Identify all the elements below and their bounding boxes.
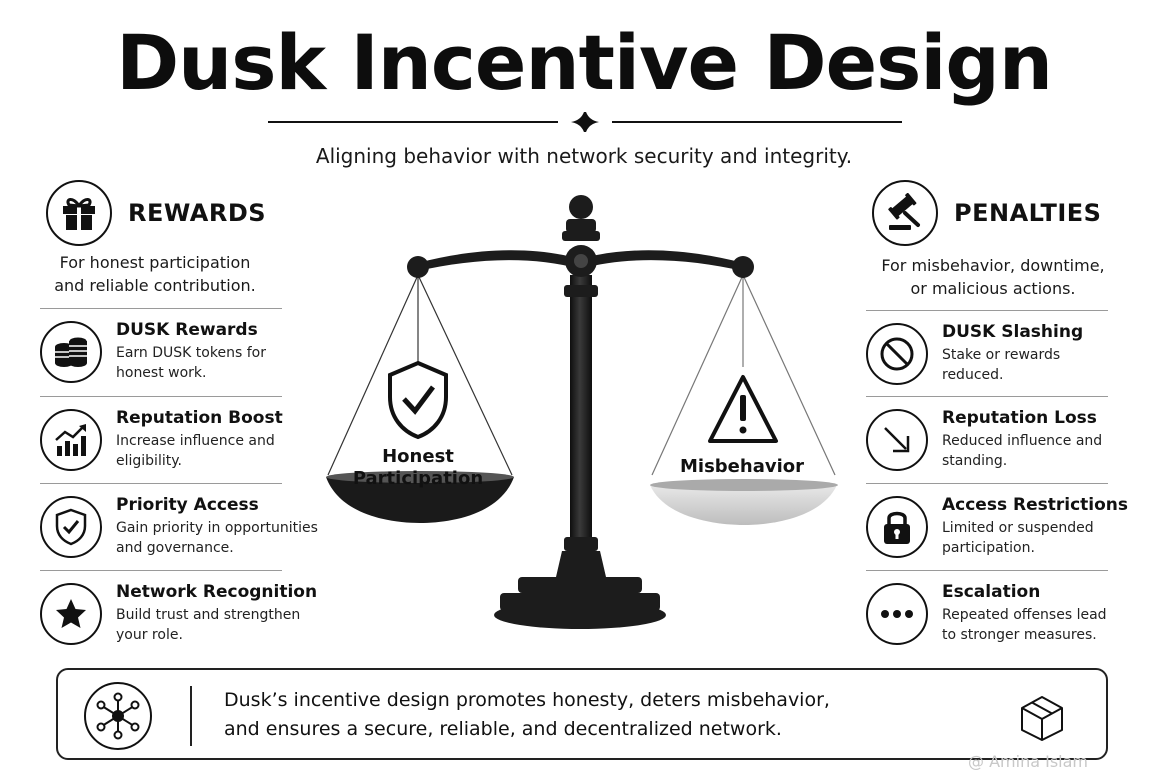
item-description-line: and governance. — [116, 540, 234, 556]
penalties-heading: PENALTIES — [954, 199, 1102, 227]
item-title: Escalation — [942, 582, 1041, 602]
item-description-line: Stake or rewards — [942, 347, 1061, 363]
penalties-header: PENALTIES — [872, 180, 1101, 246]
item-title: Reputation Boost — [116, 408, 283, 428]
rewards-heading: REWARDS — [128, 199, 267, 227]
item-description-line: Limited or suspended — [942, 520, 1094, 536]
item-description-line: your role. — [116, 627, 183, 643]
right-pan — [650, 485, 837, 525]
network-icon — [84, 682, 152, 750]
cube-icon — [1021, 696, 1063, 741]
star-icon — [40, 582, 102, 645]
left-pan-string — [417, 274, 513, 476]
coins-icon — [40, 320, 102, 383]
item-description-line: Repeated offenses lead — [942, 607, 1107, 623]
reward-item-priority-access: Priority Access Gain priority in opportu… — [40, 483, 318, 569]
item-title: Network Recognition — [116, 582, 318, 602]
penalty-item-dusk-slashing: DUSK Slashing Stake or rewards reduced. — [866, 310, 1108, 396]
left-pan-label-line: Honest — [382, 446, 454, 467]
left-pan-label-line: Participation — [352, 468, 484, 489]
chart-up-icon — [40, 408, 102, 471]
gift-icon — [46, 180, 112, 246]
rewards-description-line: and reliable contribution. — [54, 276, 256, 295]
watermark: @ Amina Islam — [968, 752, 1088, 771]
footer-summary: Dusk’s incentive design promotes honesty… — [56, 668, 1108, 760]
item-title: Access Restrictions — [942, 495, 1129, 515]
penalty-item-access-restrictions: Access Restrictions Limited or suspended… — [866, 483, 1128, 569]
reward-item-network-recognition: Network Recognition Build trust and stre… — [40, 570, 317, 656]
scale-base — [518, 577, 642, 593]
item-title: Reputation Loss — [942, 408, 1097, 428]
page-subtitle: Aligning behavior with network security … — [315, 144, 853, 168]
right-pan-label: Misbehavior — [680, 456, 804, 477]
title-divider — [268, 112, 902, 132]
warning-icon — [708, 375, 778, 443]
rewards-header: REWARDS — [46, 180, 266, 246]
reward-item-dusk-rewards: DUSK Rewards Earn DUSK tokens for honest… — [40, 308, 282, 394]
page-title: Dusk Incentive Design — [116, 18, 1053, 107]
item-title: DUSK Slashing — [942, 322, 1084, 342]
item-description-line: Build trust and strengthen — [116, 607, 301, 623]
shield-check-icon — [388, 360, 448, 440]
lock-icon — [866, 495, 928, 558]
item-description-line: honest work. — [116, 365, 207, 381]
shield-check-icon — [40, 495, 102, 558]
right-pan-string — [742, 274, 836, 476]
right-pan-string — [651, 274, 744, 476]
left-pan-string — [327, 274, 419, 476]
item-description-line: participation. — [942, 540, 1035, 556]
item-description-line: Increase influence and — [116, 433, 275, 449]
item-description-line: to stronger measures. — [942, 627, 1097, 643]
footer-text: Dusk’s incentive design promotes honesty… — [224, 686, 830, 744]
item-description-line: reduced. — [942, 367, 1004, 383]
reward-item-reputation-boost: Reputation Boost Increase influence and … — [40, 396, 283, 482]
arrow-down-right-icon — [866, 408, 928, 471]
item-title: DUSK Rewards — [116, 320, 258, 340]
item-description-line: eligibility. — [116, 453, 182, 469]
balance-scale — [326, 195, 838, 629]
penalty-item-reputation-loss: Reputation Loss Reduced influence and st… — [866, 396, 1108, 482]
left-pan-label: Honest Participation — [348, 446, 488, 490]
item-title: Priority Access — [116, 495, 259, 515]
penalties-description-line: For misbehavior, downtime, — [881, 256, 1105, 275]
rewards-description: For honest participation and reliable co… — [40, 251, 270, 297]
prohibited-icon — [866, 322, 928, 385]
sparkle-icon — [571, 112, 599, 132]
penalty-item-escalation: Escalation Repeated offenses lead to str… — [866, 570, 1108, 656]
item-description-line: Reduced influence and — [942, 433, 1103, 449]
gavel-icon — [872, 180, 938, 246]
item-description-line: Gain priority in opportunities — [116, 520, 318, 536]
ellipsis-icon — [866, 582, 928, 645]
item-description-line: Earn DUSK tokens for — [116, 345, 266, 361]
footer-text-line: Dusk’s incentive design promotes honesty… — [224, 689, 830, 711]
penalties-description-line: or malicious actions. — [910, 279, 1076, 298]
scale-column — [570, 275, 592, 555]
rewards-description-line: For honest participation — [59, 253, 251, 272]
footer-text-line: and ensures a secure, reliable, and dece… — [224, 718, 782, 740]
footer-divider — [190, 686, 192, 746]
item-description-line: standing. — [942, 453, 1008, 469]
penalties-description: For misbehavior, downtime, or malicious … — [878, 254, 1108, 300]
left-pan — [326, 477, 514, 523]
